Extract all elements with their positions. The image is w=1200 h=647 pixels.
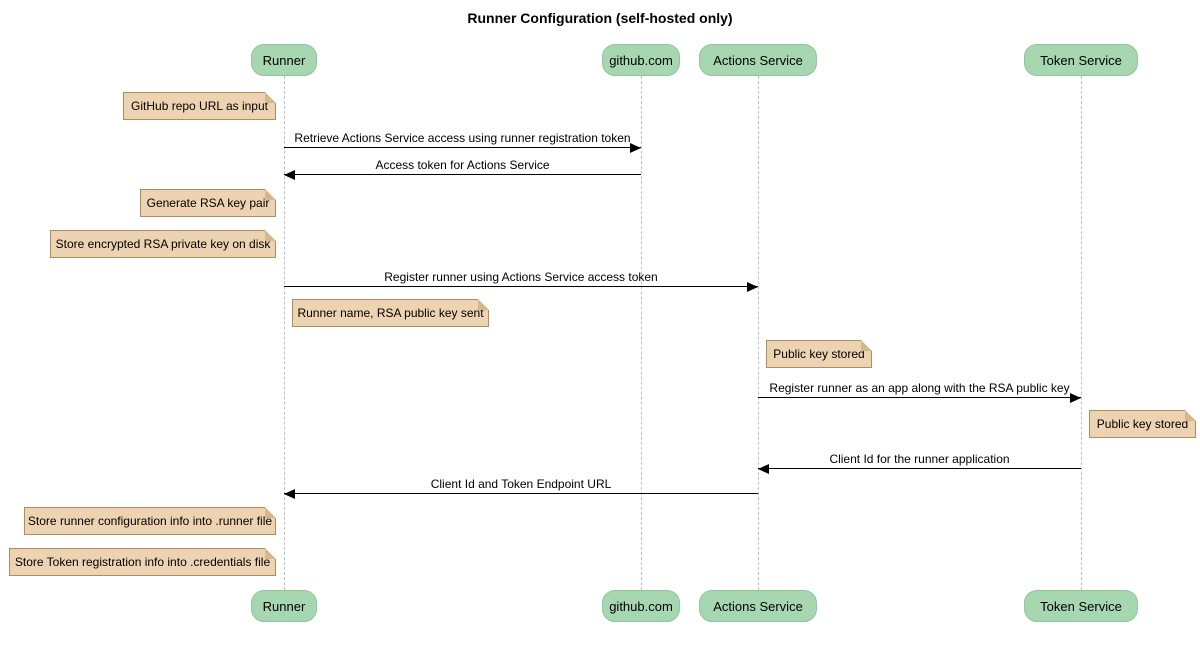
message-line	[284, 286, 758, 287]
note-store-credentials-file: Store Token registration info into .cred…	[9, 548, 276, 576]
arrowhead-left-icon	[758, 464, 769, 474]
arrowhead-left-icon	[284, 170, 295, 180]
participant-actions-service-bottom: Actions Service	[699, 590, 817, 622]
participant-github-top: github.com	[602, 44, 680, 76]
lifeline-github	[641, 76, 642, 590]
message-label: Client Id for the runner application	[829, 452, 1010, 466]
note-public-key-stored-actions: Public key stored	[766, 340, 872, 368]
message-label: Register runner as an app along with the…	[769, 381, 1070, 395]
participant-runner-bottom: Runner	[251, 590, 317, 622]
arrowhead-left-icon	[284, 489, 295, 499]
lifeline-actions-service	[758, 76, 759, 590]
arrowhead-right-icon	[1070, 393, 1081, 403]
message-label: Retrieve Actions Service access using ru…	[294, 131, 631, 145]
note-public-key-stored-token: Public key stored	[1089, 410, 1196, 438]
message-line	[284, 493, 758, 494]
message-label: Register runner using Actions Service ac…	[384, 270, 658, 284]
lifeline-runner	[284, 76, 285, 590]
note-store-encrypted-private-key: Store encrypted RSA private key on disk	[50, 230, 276, 258]
arrowhead-right-icon	[630, 143, 641, 153]
participant-actions-service-top: Actions Service	[699, 44, 817, 76]
participant-token-service-top: Token Service	[1024, 44, 1138, 76]
note-github-repo-url-input: GitHub repo URL as input	[123, 92, 276, 120]
lifeline-token-service	[1081, 76, 1082, 590]
diagram-title: Runner Configuration (self-hosted only)	[467, 10, 733, 26]
message-line	[284, 174, 641, 175]
participant-token-service-bottom: Token Service	[1024, 590, 1138, 622]
participant-runner-top: Runner	[251, 44, 317, 76]
note-store-runner-file: Store runner configuration info into .ru…	[24, 507, 276, 535]
message-label: Client Id and Token Endpoint URL	[430, 477, 612, 491]
participant-github-bottom: github.com	[602, 590, 680, 622]
message-line	[758, 397, 1081, 398]
message-label: Access token for Actions Service	[375, 158, 550, 172]
note-generate-rsa-key-pair: Generate RSA key pair	[140, 189, 276, 217]
note-runner-name-public-key-sent: Runner name, RSA public key sent	[292, 299, 489, 327]
message-line	[758, 468, 1081, 469]
arrowhead-right-icon	[747, 282, 758, 292]
message-line	[284, 147, 641, 148]
